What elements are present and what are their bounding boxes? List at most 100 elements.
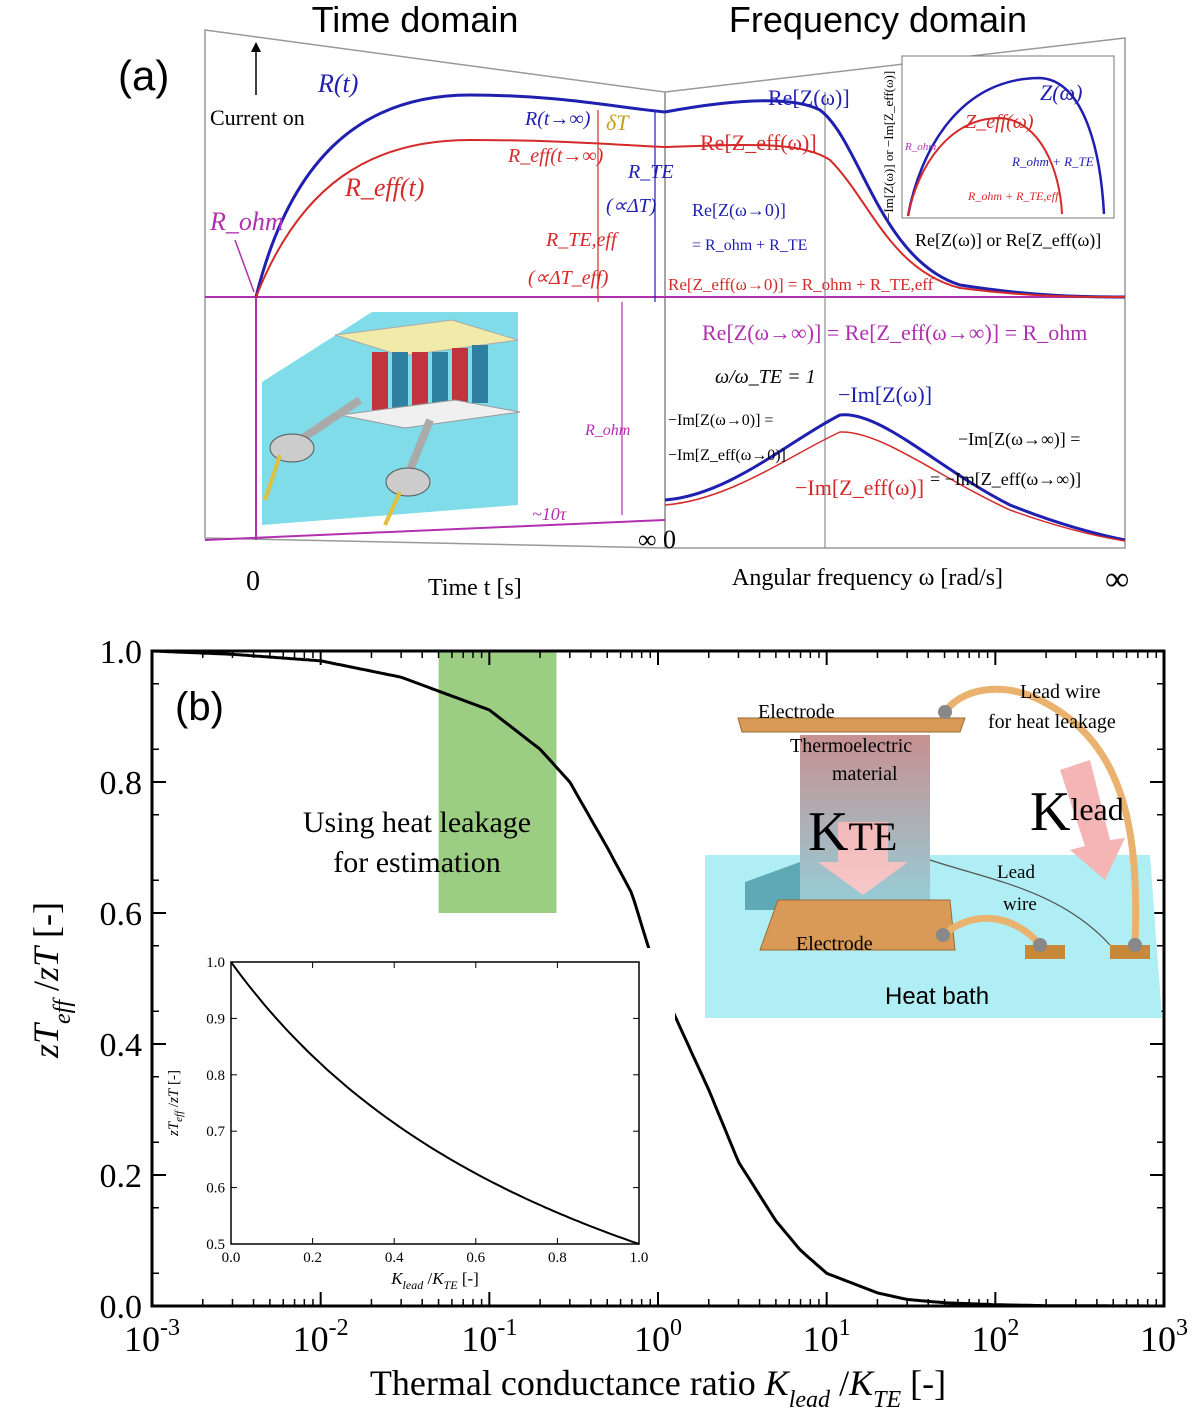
inset-ytick-label: 0.6	[206, 1181, 225, 1197]
Rohm-label: R_ohm	[209, 207, 284, 236]
main-xtick-label: 100	[634, 1315, 682, 1359]
Im-Z-curve	[664, 413, 1126, 542]
bottom-electrode	[759, 899, 956, 951]
panel-a: (a) Time domain Frequency domain	[118, 0, 1129, 601]
Reff-t-curve	[255, 138, 666, 298]
R-inf-label: R(t→∞)	[524, 108, 591, 130]
tau-label: ~10τ	[532, 504, 567, 524]
main-ytick-label: 0.4	[100, 1027, 143, 1064]
Rohm-pointer	[234, 239, 255, 293]
lead-2	[383, 491, 402, 526]
inset-xtick-label: 0.0	[222, 1250, 241, 1266]
RTEeff-prop-label: (∝ΔT_eff)	[528, 267, 609, 289]
Im0-line2: −Im[Z_eff(ω→0)]	[668, 447, 786, 464]
main-xlabel-slash: /	[830, 1363, 849, 1403]
Re-Zeff-curve	[664, 143, 1126, 298]
main-xtick-label: 101	[803, 1315, 851, 1359]
main-xlabel-kte: K	[848, 1363, 875, 1403]
nyquist-Zeff-curve	[907, 116, 1063, 217]
inset-ytick-label: 1.0	[206, 955, 225, 971]
Iminf-line2: = −Im[Z_eff(ω→∞)]	[930, 469, 1081, 490]
inset-xtick-label: 1.0	[630, 1250, 649, 1266]
main-xtick-base: 10	[124, 1319, 160, 1359]
band-highlight	[438, 651, 557, 913]
main-xlabel-unit: [-]	[901, 1363, 946, 1403]
te-leg-5	[452, 348, 468, 406]
Iminf-line1: −Im[Z(ω→∞)] =	[958, 429, 1080, 450]
R-t-curve	[254, 93, 666, 298]
thin-wire	[929, 859, 1111, 946]
ReZ0-line1: Re[Z(ω→0)]	[692, 200, 786, 221]
solder-4	[1128, 938, 1142, 952]
main-xlabel-klead-sub: lead	[789, 1387, 831, 1413]
inset-ytick-label: 0.7	[206, 1124, 225, 1140]
main-xtick-label: 10-3	[124, 1315, 180, 1359]
main-xtick-exp: -3	[160, 1315, 180, 1341]
inset-ylabel-unit: [-]	[166, 1070, 182, 1089]
band-text-line2: for estimation	[333, 846, 500, 879]
K-lead-label: Klead	[1030, 781, 1124, 843]
main-ytick-label: 0.6	[100, 896, 143, 933]
top-electrode	[737, 717, 966, 733]
nyquist-xlabel: Re[Z(ω)] or Re[Z_eff(ω)]	[915, 230, 1101, 251]
te-leg-3	[412, 352, 428, 410]
Im-Zeff-curve	[664, 431, 1126, 542]
wire-2	[406, 418, 434, 472]
main-xlabel-text: Thermal conductance ratio	[370, 1363, 765, 1403]
RTEeff-label: R_TE,eff	[545, 229, 619, 251]
main-xtick-exp: 0	[670, 1315, 682, 1341]
inset-curve	[230, 961, 640, 1245]
nyquist-ylabel: −Im[Z(ω)] or −Im[Z_eff(ω)]	[881, 71, 896, 220]
main-xtick-base: 10	[1140, 1319, 1176, 1359]
top-plate	[334, 319, 519, 357]
inset-ytick-label: 0.8	[206, 1068, 225, 1084]
time-zero-label: 0	[246, 566, 260, 597]
clip-1	[269, 433, 315, 463]
device-schematic: Electrode Thermoelectric material KTE Kl…	[705, 681, 1162, 1018]
K-TE-sub: TE	[848, 814, 897, 859]
main-xtick-base: 10	[803, 1319, 839, 1359]
Im0-line1: −Im[Z(ω→0)] =	[668, 412, 773, 429]
inset-background	[185, 948, 675, 1290]
ImZeff-label: −Im[Z_eff(ω)]	[795, 475, 924, 500]
inset-xlabel-unit: [-]	[458, 1269, 479, 1288]
omega-ratio-label: ω/ω_TE = 1	[715, 366, 816, 388]
electrode-top-label: Electrode	[758, 701, 835, 723]
inf-zero-label: ∞ 0	[638, 525, 676, 554]
deltaT-label: δT	[606, 110, 630, 135]
main-xtick-label: 10-1	[461, 1315, 517, 1359]
main-ylabel-zt: zT	[26, 1021, 66, 1059]
RTE-prop-label: (∝ΔT)	[606, 195, 657, 217]
ImZ-label: −Im[Z(ω)]	[838, 382, 932, 407]
inset-xtick-label: 0.8	[548, 1250, 567, 1266]
electrode-bottom-label: Electrode	[796, 933, 873, 955]
inset-ylabel-zt2: zT	[166, 1087, 182, 1104]
main-xtick-base: 10	[293, 1319, 329, 1359]
main-xtick-base: 10	[461, 1319, 497, 1359]
nyquist-Z-curve	[906, 76, 1106, 217]
frequency-domain-title: Frequency domain	[729, 0, 1027, 40]
ReZ-label: Re[Z(ω)]	[768, 85, 850, 110]
left-arrow-shape	[745, 862, 800, 910]
main-ytick-label: 0.2	[100, 1158, 143, 1195]
main-xtick-label: 102	[971, 1315, 1019, 1359]
inset-plot-frame	[230, 961, 640, 1245]
nyquist-RohmRTE-label: R_ohm + R_TE	[1011, 154, 1094, 169]
K-lead-arrow	[1060, 760, 1125, 880]
nyquist-Zeff-label: Z_eff(ω)	[965, 111, 1034, 133]
main-ylabel-unit: [-]	[26, 902, 66, 947]
main-ytick-label: 0.8	[100, 765, 143, 802]
inset-ylabel-slash: /	[166, 1102, 182, 1111]
solder-2	[936, 928, 950, 942]
thermo-label-line1: Thermoelectric	[790, 735, 912, 757]
Reff-inf-label: R_eff(t→∞)	[507, 145, 604, 167]
time-bottom-line	[204, 519, 666, 541]
ReZeff-label: Re[Z_eff(ω)]	[700, 130, 817, 155]
Rohm-small-label: R_ohm	[584, 422, 630, 439]
te-leg-6	[472, 345, 488, 403]
panel-b-label: (b)	[175, 685, 224, 729]
ReZeff0-label: Re[Z_eff(ω→0)] = R_ohm + R_TE,eff	[668, 275, 934, 294]
